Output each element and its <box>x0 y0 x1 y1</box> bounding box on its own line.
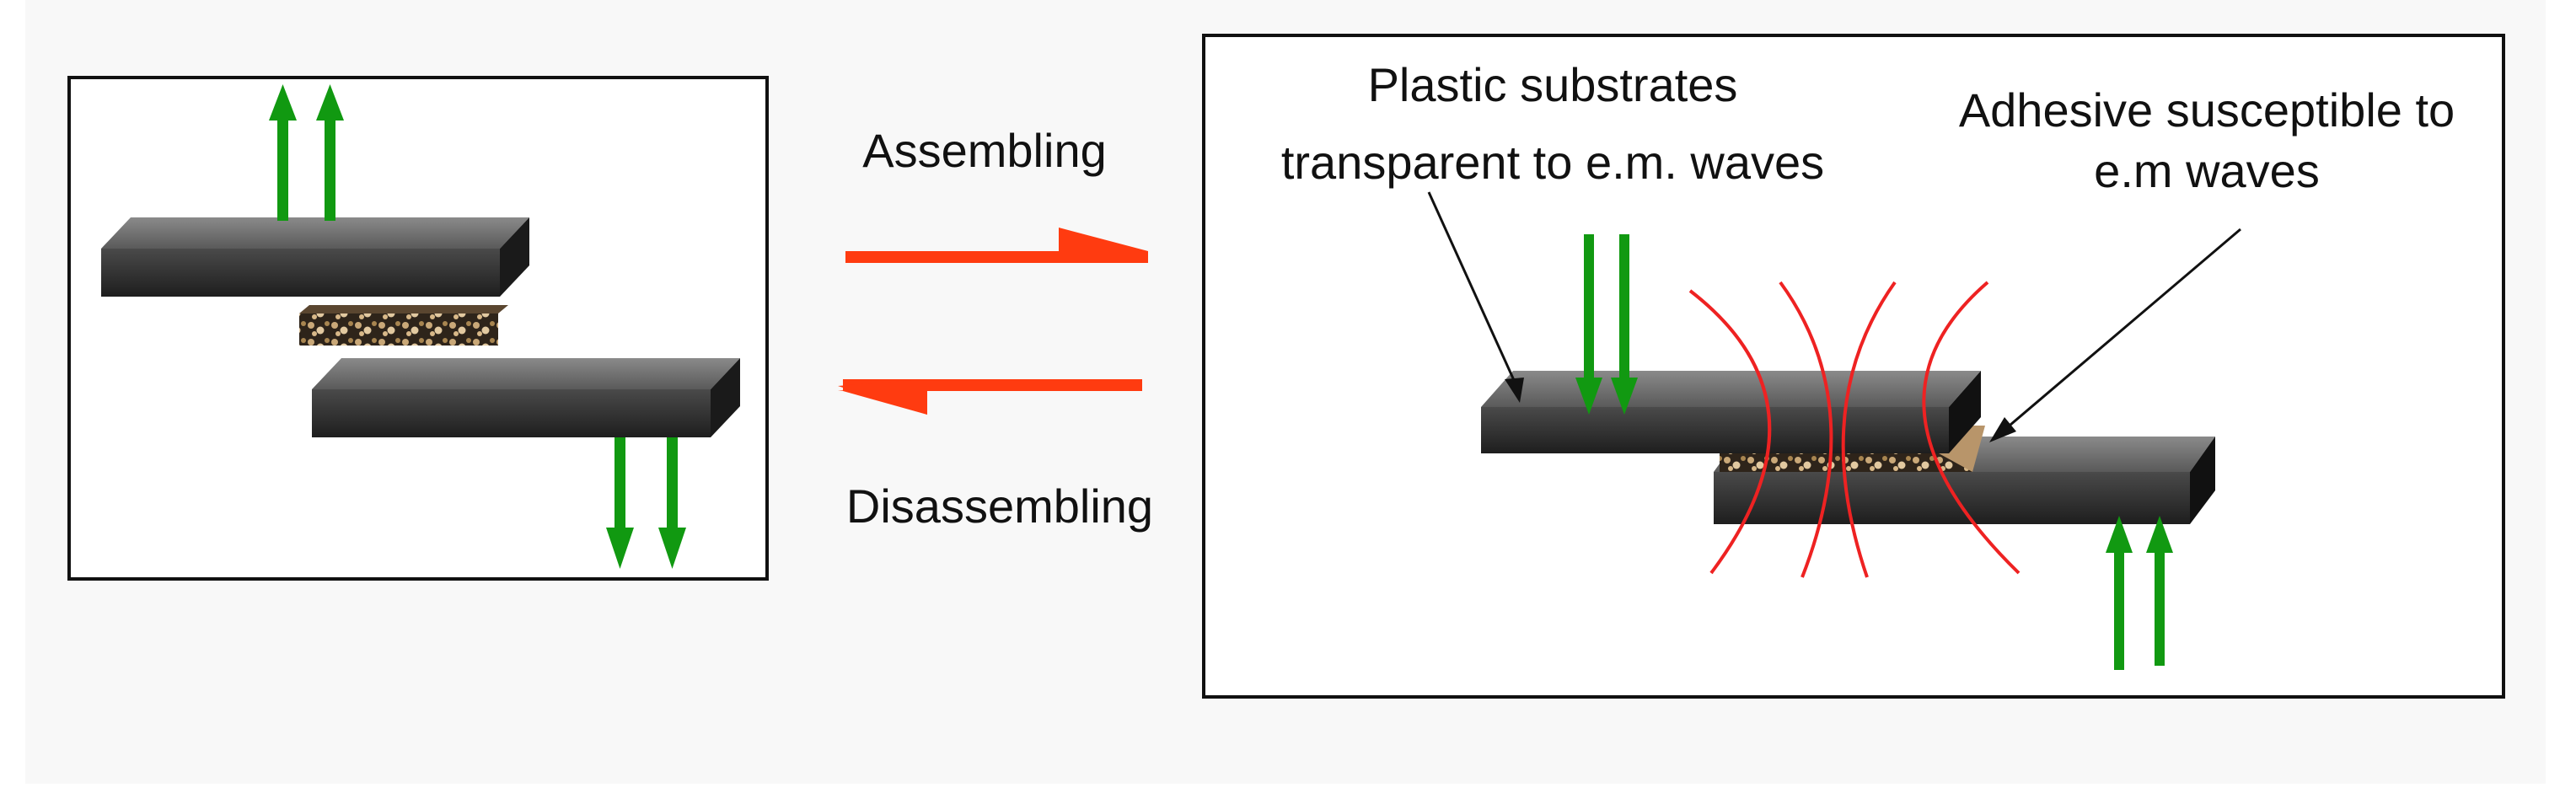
substrate-callout-line2: transparent to e.m. waves <box>1281 136 1824 189</box>
lower-substrate <box>312 358 740 437</box>
adhesive-callout-line2: e.m waves <box>2094 144 2320 197</box>
callout-pointers <box>1427 191 2241 442</box>
downward-force-arrows <box>606 437 686 569</box>
adhesive-layer-separated <box>299 305 508 346</box>
disassembling-arrow <box>838 379 1142 415</box>
em-field-lines <box>1688 281 2021 578</box>
adhesive-layer-bonded <box>1720 426 1985 472</box>
substrate-callout-line1: Plastic substrates <box>1368 58 1738 111</box>
assembling-label: Assembling <box>862 124 1106 177</box>
assembling-arrow <box>845 228 1148 263</box>
downward-force-arrows-assembled <box>1575 234 1638 415</box>
process-arrows: Assembling Disassembling <box>838 124 1153 533</box>
upward-force-arrows-assembled <box>2106 516 2173 670</box>
upward-force-arrows <box>269 84 344 221</box>
upper-substrate-assembled <box>1481 371 1981 453</box>
right-panel: Plastic substrates transparent to e.m. w… <box>1202 34 2505 699</box>
left-panel <box>67 76 769 581</box>
disassembling-label: Disassembling <box>846 480 1153 533</box>
adhesive-callout-line1: Adhesive susceptible to <box>1959 83 2455 137</box>
upper-substrate <box>101 217 529 297</box>
